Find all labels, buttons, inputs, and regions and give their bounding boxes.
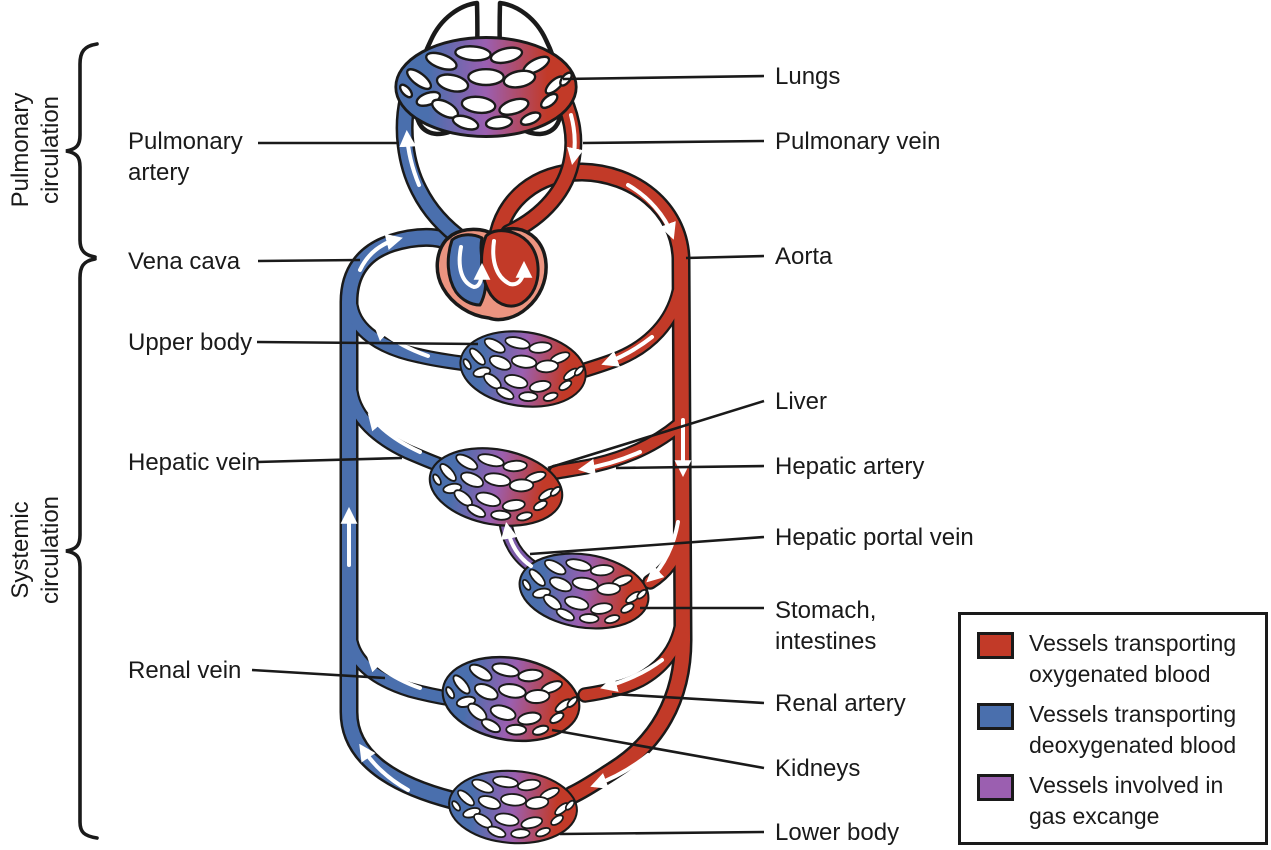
- pulmonary-circulation-bracket: [65, 42, 99, 259]
- label-aorta: Aorta: [775, 243, 833, 270]
- legend-item-deoxygenated: Vessels transporting deoxygenated blood: [977, 699, 1249, 761]
- systemic-circulation-bracket: [65, 257, 99, 840]
- capillary-bed-stomach: [513, 543, 655, 639]
- label-renal-artery: Renal artery: [775, 690, 906, 717]
- label-hepatic-portal-vein: Hepatic portal vein: [775, 524, 974, 551]
- label-kidneys: Kidneys: [775, 755, 861, 782]
- label-vena-cava: Vena cava: [128, 248, 241, 275]
- capillary-bed-lower-body: [445, 765, 581, 849]
- label-renal-vein: Renal vein: [128, 657, 242, 684]
- label-liver: Liver: [775, 388, 828, 415]
- label-lungs: Lungs: [775, 63, 841, 90]
- vena-cava-vessel: [339, 227, 477, 810]
- legend: Vessels transporting oxygenated blood Ve…: [958, 612, 1268, 845]
- label-hepatic-artery: Hepatic artery: [775, 453, 925, 480]
- heart: [435, 226, 548, 322]
- legend-swatch-gas-exchange: [977, 774, 1014, 801]
- capillary-beds: [394, 36, 655, 849]
- label-stomach-intestines: Stomach, intestines: [775, 597, 877, 655]
- label-upper-body: Upper body: [128, 329, 253, 356]
- legend-item-gas-exchange: Vessels involved in gas excange: [977, 770, 1249, 832]
- hepatic-portal-vein-vessel: [498, 513, 541, 575]
- legend-text-deoxygenated: Vessels transporting deoxygenated blood: [1029, 701, 1237, 758]
- label-pulmonary-artery: Pulmonary artery: [128, 128, 243, 186]
- capillary-bed-kidneys: [435, 646, 587, 752]
- bracket-label-pulmonary-circulation: Pulmonary circulation: [7, 92, 64, 208]
- legend-text-gas-exchange: Vessels involved in gas excange: [1029, 772, 1224, 829]
- legend-text-oxygenated: Vessels transporting oxygenated blood: [1029, 630, 1237, 687]
- legend-swatch-deoxygenated: [977, 703, 1014, 730]
- flow-arrows: [340, 113, 692, 792]
- pulmonary-artery-vessel: [395, 89, 473, 250]
- bracket-label-systemic-circulation: Systemic circulation: [7, 495, 64, 605]
- legend-item-oxygenated: Vessels transporting oxygenated blood: [977, 628, 1249, 690]
- capillary-bed-lungs: [394, 36, 578, 138]
- legend-swatch-oxygenated: [977, 632, 1014, 659]
- leader-lines: [251, 74, 765, 836]
- label-lower-body: Lower body: [775, 819, 900, 846]
- label-pulmonary-vein: Pulmonary vein: [775, 128, 941, 155]
- capillary-bed-liver: [422, 437, 570, 537]
- label-hepatic-vein: Hepatic vein: [128, 449, 261, 476]
- capillary-bed-upper-body: [454, 322, 592, 416]
